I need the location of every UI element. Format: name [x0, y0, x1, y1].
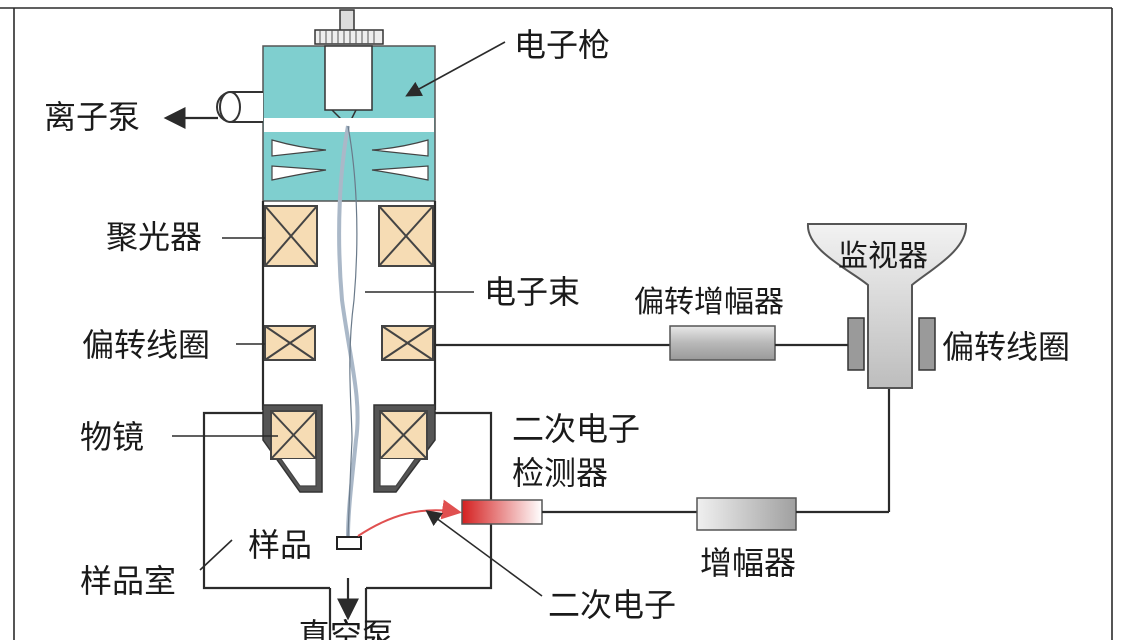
- sample-specimen: [336, 536, 362, 550]
- objective-lens-left: [262, 404, 323, 493]
- electron-beam: [337, 125, 360, 537]
- amplifier-box: [696, 497, 797, 531]
- objective-lens-right: [373, 404, 436, 493]
- electron-gun: [262, 9, 436, 202]
- label-vacuum-pump: 真空泵: [298, 616, 394, 640]
- monitor-crt: [806, 223, 968, 389]
- deflection-coil-right: [381, 325, 434, 361]
- deflection-amplifier-box: [669, 325, 776, 361]
- label-detector-line1: 二次电子: [512, 410, 640, 448]
- deflection-coil-left: [264, 325, 316, 361]
- leader-sample-chamber: [199, 539, 233, 571]
- label-detector-line2: 检测器: [512, 454, 608, 492]
- secondary-electron-detector: [461, 499, 543, 525]
- condenser-coil-left: [264, 205, 318, 267]
- label-electron-gun: 电子枪: [514, 26, 610, 64]
- label-sample: 样品: [248, 526, 312, 564]
- ion-pump-pipe: [163, 91, 263, 129]
- sample-chamber: [202, 411, 493, 640]
- label-ion-pump: 离子泵: [44, 98, 140, 136]
- label-deflection-coil-right: 偏转线圈: [942, 328, 1070, 366]
- label-electron-beam: 电子束: [484, 273, 580, 311]
- label-deflection-amplifier: 偏转增幅器: [634, 285, 784, 320]
- label-sample-chamber: 样品室: [80, 562, 176, 600]
- secondary-electron-path: [357, 499, 462, 537]
- label-amplifier: 增幅器: [700, 544, 796, 582]
- label-condenser: 聚光器: [106, 218, 202, 256]
- label-deflection-coil-left: 偏转线圈: [82, 326, 210, 364]
- leader-secondary-electron: [425, 510, 543, 597]
- label-monitor: 监视器: [838, 239, 928, 274]
- label-secondary-electron: 二次电子: [548, 586, 676, 624]
- leader-electron-gun: [405, 41, 506, 97]
- label-objective: 物镜: [80, 418, 144, 456]
- condenser-coil-right: [378, 205, 434, 267]
